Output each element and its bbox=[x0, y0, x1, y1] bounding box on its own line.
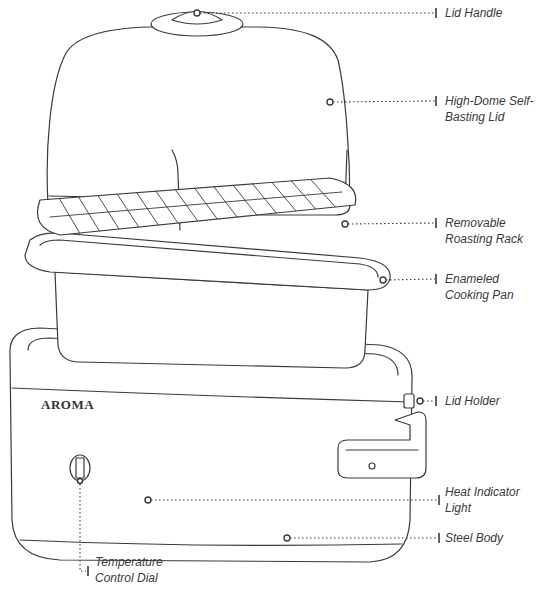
temperature-dial bbox=[70, 455, 90, 481]
rack-wires bbox=[50, 180, 342, 234]
leader-tick bbox=[435, 396, 437, 406]
brand-logo: AROMA bbox=[41, 398, 94, 412]
roasting-rack bbox=[38, 178, 356, 235]
leader-ticks bbox=[88, 8, 439, 576]
part-label: High-Dome Self-Basting Lid bbox=[445, 93, 543, 125]
leader-line bbox=[200, 12, 435, 13]
dial-knob bbox=[76, 458, 84, 478]
part-label: Steel Body bbox=[445, 530, 541, 546]
leader-tick bbox=[87, 566, 89, 576]
lid-holder bbox=[404, 394, 414, 408]
handle-grip bbox=[346, 449, 418, 450]
rack-wire bbox=[50, 192, 342, 217]
pan-rim-inner bbox=[40, 240, 378, 277]
part-label: Removable Roasting Rack bbox=[445, 215, 541, 247]
handle-rivet bbox=[369, 463, 375, 469]
leader-dot bbox=[78, 479, 83, 484]
part-label: Temperature Control Dial bbox=[95, 554, 187, 586]
heat-indicator-light bbox=[145, 497, 151, 503]
leader-line bbox=[290, 537, 438, 538]
pan-rim bbox=[25, 233, 390, 290]
leader-line bbox=[348, 223, 435, 224]
leader-tick bbox=[435, 8, 437, 18]
leader-tick bbox=[438, 533, 440, 543]
leader-line bbox=[423, 400, 435, 401]
part-label: Heat Indicator Light bbox=[445, 484, 541, 516]
leader-line bbox=[333, 101, 435, 102]
leader-tick bbox=[438, 495, 440, 505]
leader-lines bbox=[80, 13, 438, 571]
leader-dot bbox=[284, 535, 290, 541]
leader-dots bbox=[78, 10, 424, 541]
side-handle bbox=[338, 412, 426, 478]
part-label: Lid Handle bbox=[445, 5, 541, 21]
leader-dot bbox=[194, 10, 200, 16]
leader-tick bbox=[435, 218, 437, 228]
leader-tick bbox=[435, 96, 437, 106]
leader-dot bbox=[327, 99, 333, 105]
leader-line bbox=[151, 499, 438, 500]
leader-dot bbox=[342, 221, 348, 227]
part-label: Enameled Cooking Pan bbox=[445, 271, 541, 303]
leader-line bbox=[80, 484, 86, 571]
leader-dot bbox=[417, 398, 423, 404]
leader-tick bbox=[435, 274, 437, 284]
body-base-line bbox=[20, 540, 402, 545]
leader-line bbox=[386, 279, 435, 280]
leader-dot bbox=[380, 277, 386, 283]
part-label: Lid Holder bbox=[445, 393, 541, 409]
